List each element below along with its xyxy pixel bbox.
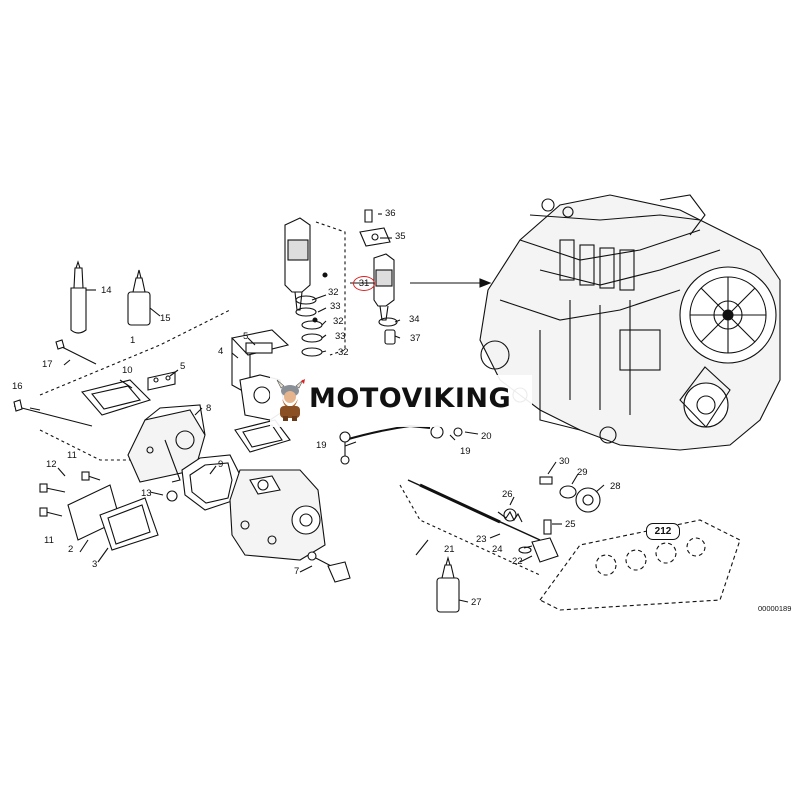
callout-31-highlighted: 31 <box>353 276 375 291</box>
bolt-30 <box>539 476 553 485</box>
bolt-17 <box>57 344 97 365</box>
callout-36: 36 <box>385 208 396 219</box>
callout-1: 1 <box>130 335 136 346</box>
callout-30: 30 <box>559 456 570 467</box>
callout-14: 14 <box>101 285 112 296</box>
bush-29 <box>559 485 577 499</box>
housing-8 <box>127 404 206 483</box>
callout-35: 35 <box>395 231 406 242</box>
callout-8: 8 <box>206 403 212 414</box>
washer-33b <box>301 333 323 343</box>
bolt-36 <box>364 209 373 223</box>
gasket-10 <box>80 379 152 416</box>
callout-10: 10 <box>122 365 133 376</box>
callout-3: 3 <box>92 559 98 570</box>
callout-12: 12 <box>46 459 57 470</box>
pin-25 <box>543 519 552 535</box>
callout-9: 9 <box>218 459 224 470</box>
sleeve-37 <box>384 329 396 345</box>
figure-reference: 00000189 <box>758 604 792 613</box>
fuel-line <box>339 424 463 465</box>
callout-17: 17 <box>42 359 53 370</box>
washer-24 <box>518 546 532 554</box>
callout-26: 26 <box>502 489 513 500</box>
shaft-7 <box>307 551 351 583</box>
callout-4: 4 <box>218 346 224 357</box>
sealant-bottle-27 <box>436 555 460 613</box>
callout-20: 20 <box>481 431 492 442</box>
callout-15: 15 <box>160 313 171 324</box>
engine-block-illustration <box>479 194 781 451</box>
callout-19-left: 19 <box>316 440 327 451</box>
washer-32c <box>301 347 323 357</box>
pin-26 <box>503 508 517 522</box>
callout-22: 22 <box>512 556 523 567</box>
clamp-35 <box>359 227 391 247</box>
callout-21: 21 <box>444 544 455 555</box>
callout-23: 23 <box>476 534 487 545</box>
callout-25: 25 <box>565 519 576 530</box>
washer-33a <box>295 307 317 317</box>
callout-13: 13 <box>141 488 152 499</box>
callout-5-left: 5 <box>180 361 186 372</box>
callout-34: 34 <box>409 314 420 325</box>
washer-34 <box>378 317 398 327</box>
callout-33-top: 33 <box>330 301 341 312</box>
callout-24: 24 <box>492 544 503 555</box>
callout-27: 27 <box>471 597 482 608</box>
watermark-banner <box>270 375 532 427</box>
washer-32a <box>295 295 317 305</box>
callout-5-center: 5 <box>243 331 249 342</box>
gasket-3 <box>99 497 159 551</box>
injector-31 <box>373 253 395 321</box>
callout-32-top: 32 <box>328 287 339 298</box>
solenoid-22 <box>531 537 559 563</box>
callout-11-bottom: 11 <box>44 535 54 546</box>
sealant-tube-14 <box>70 260 87 334</box>
gear-28 <box>575 487 601 513</box>
injector-left <box>284 217 328 323</box>
brand-wordmark: MOTOVIKING <box>309 383 512 414</box>
callout-7: 7 <box>294 566 300 577</box>
sealant-bottle-15 <box>127 269 151 326</box>
callout-11-top: 11 <box>67 450 77 461</box>
washer-32b <box>301 320 323 330</box>
bracket-5 <box>147 371 176 391</box>
callout-16: 16 <box>12 381 23 392</box>
long-bolt-16 <box>13 405 93 427</box>
head-gasket-outline <box>539 519 741 611</box>
rod-21 <box>399 479 541 576</box>
injection-pump <box>229 469 326 561</box>
callout-212: 212 <box>646 523 680 540</box>
callout-19-right: 19 <box>460 446 471 457</box>
callout-32-mid: 32 <box>333 316 344 327</box>
callout-29: 29 <box>577 467 588 478</box>
callout-2: 2 <box>68 544 74 555</box>
callout-28: 28 <box>610 481 621 492</box>
callout-32-bottom: 32 <box>338 347 349 358</box>
callout-33-bottom: 33 <box>335 331 346 342</box>
viking-mascot-logo <box>276 379 305 421</box>
callout-37: 37 <box>410 333 421 344</box>
ring-13 <box>166 490 178 502</box>
